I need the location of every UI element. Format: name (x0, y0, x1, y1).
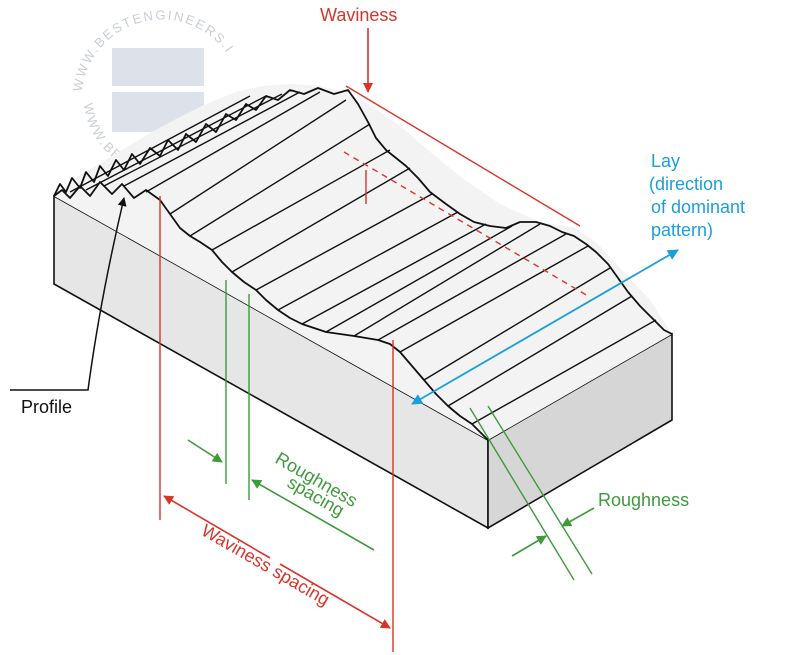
roughness-label: Roughness (598, 490, 689, 510)
watermark-logo-top (112, 48, 204, 86)
roughness-ext-line-1 (469, 407, 575, 581)
lay-label-line4: pattern) (651, 220, 713, 240)
roughness-arrow-lower (511, 535, 547, 557)
ridge-line (189, 123, 371, 237)
ridge-line (85, 95, 267, 191)
lay-label-line3: of dominant (651, 197, 745, 217)
ridge-line (145, 91, 321, 193)
waviness-spacing-arrow-left (163, 495, 271, 559)
ridge-line (169, 99, 347, 215)
waviness-extent-line (345, 85, 581, 227)
waviness-label: Waviness (320, 5, 397, 25)
profile-label: Profile (21, 397, 72, 417)
roughness-arrow-upper (561, 507, 595, 527)
lay-label-line2: (direction (649, 174, 723, 194)
ridge-line (255, 193, 433, 291)
roughness-ext-line-2 (487, 405, 593, 575)
lay-direction-arrow (411, 249, 679, 405)
ridge-line (231, 167, 411, 273)
ridge-line (211, 149, 391, 251)
ridge-line (277, 211, 459, 311)
ridge-line (301, 223, 487, 325)
roughness-spacing-arrow-left (187, 439, 223, 463)
lay-label-line1: Lay (651, 151, 680, 171)
ridge-line (123, 91, 301, 187)
roughness-spacing-arrow-right (251, 479, 375, 551)
ridge-line (103, 93, 283, 187)
surface-profile-outline (53, 87, 673, 335)
waviness-spacing-arrow-right (279, 563, 391, 629)
profile-leader (10, 197, 127, 391)
ridge-line (69, 95, 251, 193)
waviness-spacing-label: Waviness spacing (198, 520, 333, 610)
